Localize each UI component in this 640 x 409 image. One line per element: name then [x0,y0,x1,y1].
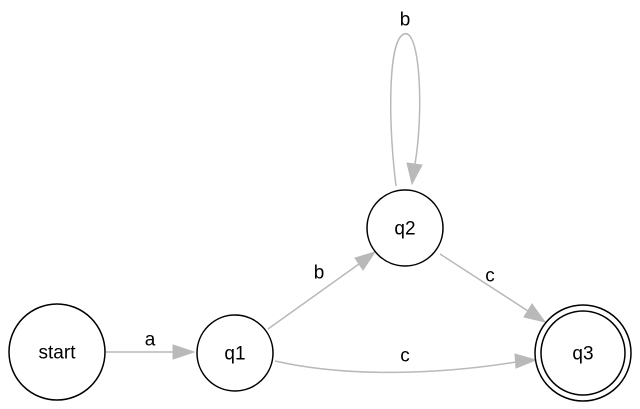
edge-q2-q3: c [439,253,547,323]
edge-q2-q2: b [390,10,423,187]
edge-label-q1-q2: b [314,263,325,284]
node-circle [8,303,106,401]
arrowhead [354,251,377,271]
node-q2[interactable]: q2 [366,189,444,267]
edge-q1-q3: c [274,346,538,374]
arrowhead [523,303,547,323]
node-label-q2: q2 [394,219,415,240]
arrowhead [514,353,538,369]
node-q1[interactable]: q1 [196,314,274,392]
arrowhead [172,344,196,360]
node-label-q3: q3 [572,344,593,365]
node-circle [366,189,444,267]
edge-label-start-q1: a [145,330,156,351]
edge-label-q2-q3: c [485,266,495,287]
arrowhead [406,162,423,186]
node-circle [196,314,274,392]
node-q3[interactable]: q3 [534,304,632,402]
node-label-start: start [39,343,77,364]
node-label-q1: q1 [224,344,245,365]
node-inner-circle [540,310,626,396]
edge-q1-q2: b [267,251,377,330]
edge-label-q1-q3: c [400,346,410,367]
edge-label-q2-q2: b [400,10,411,31]
edge-start-q1: a [105,330,196,360]
node-start[interactable]: start [8,303,106,401]
